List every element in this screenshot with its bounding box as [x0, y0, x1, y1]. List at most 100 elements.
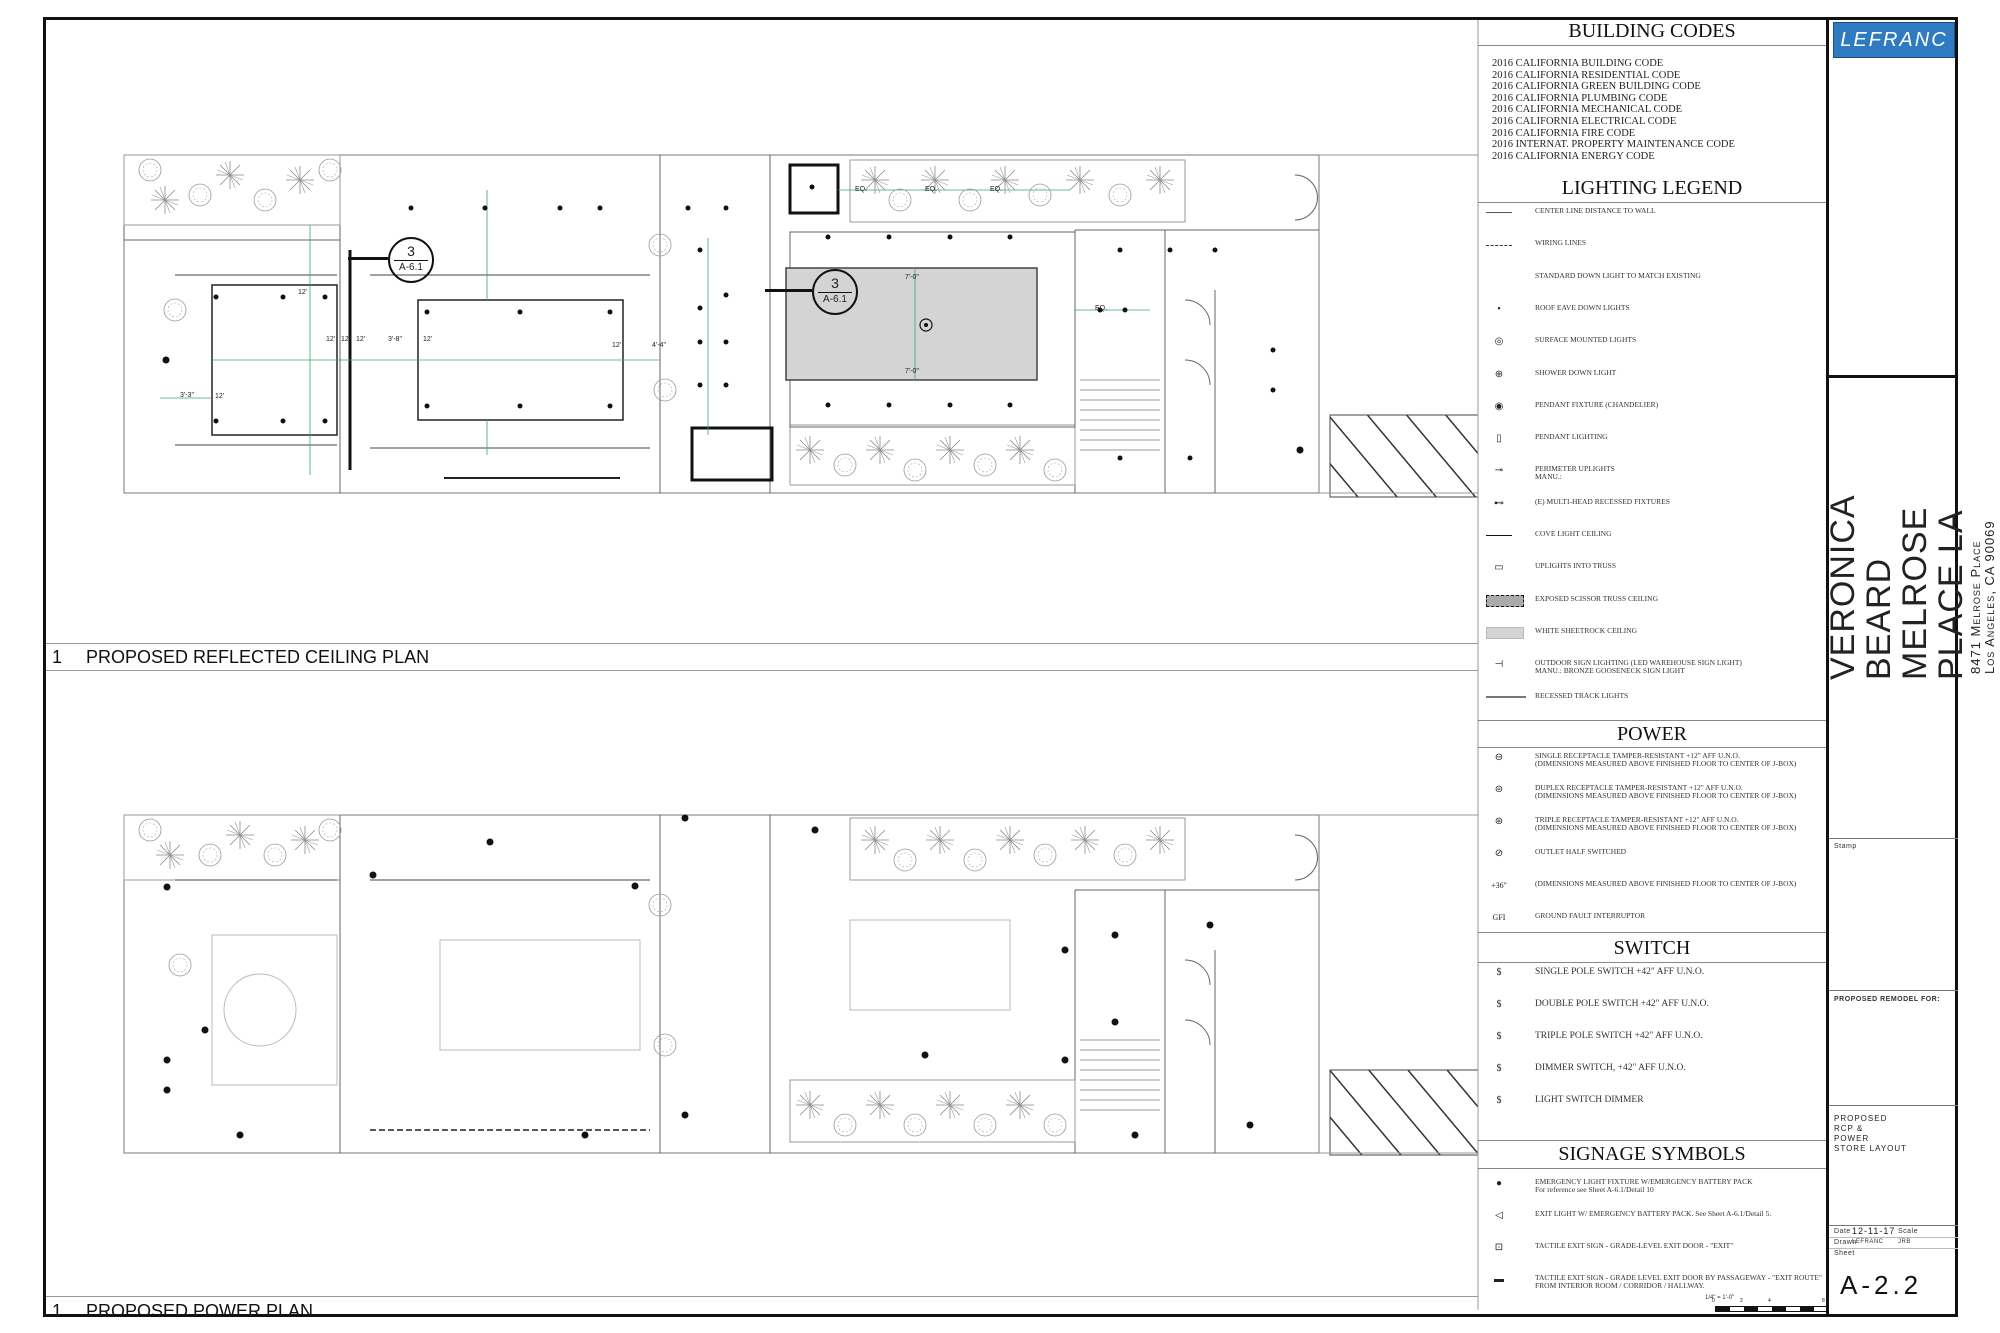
legend-label: DIMMER SWITCH, +42" AFF U.N.O. [1535, 1063, 1686, 1073]
title-block-rule [1829, 1237, 1958, 1238]
sheetrock-ceiling-icon [1486, 626, 1524, 639]
sheet-label: Sheet [1834, 1250, 1855, 1257]
dimension-label: 7'-0" [905, 274, 919, 281]
down-light-icon [1486, 272, 1512, 284]
legend-label: OUTDOOR SIGN LIGHTING (LED WAREHOUSE SIG… [1535, 658, 1742, 676]
legend-row: EXPOSED SCISSOR TRUSS CEILING [1480, 594, 1825, 609]
legend-row: ⊡TACTILE EXIT SIGN - GRADE-LEVEL EXIT DO… [1480, 1242, 1825, 1256]
view-number: 1 [52, 647, 63, 667]
code-item: 2016 CALIFORNIA ENERGY CODE [1492, 150, 1655, 162]
building-codes-heading: BUILDING CODES [1568, 20, 1736, 42]
drawn-label: Drawn [1834, 1239, 1857, 1246]
lighting-legend-heading: LIGHTING LEGEND [1561, 177, 1743, 199]
duplex-receptacle-icon: ⊜ [1494, 784, 1504, 795]
legend-row: ⊷ (E) MULTI-HEAD RECESSED FIXTURES [1480, 496, 1825, 512]
legend-label: TACTILE EXIT SIGN - GRADE LEVEL EXIT DOO… [1535, 1273, 1823, 1290]
section-rule [1478, 962, 1826, 963]
half-switched-outlet-icon: ⊘ [1494, 848, 1504, 859]
legend-row: ⊕SHOWER DOWN LIGHT [1480, 367, 1825, 383]
view-number: 1 [52, 1301, 63, 1321]
legend-row: ◎ SURFACE MOUNTED LIGHTS [1480, 336, 1825, 350]
callout-number: 3 [407, 243, 415, 259]
dimension-label: 12' [423, 336, 433, 343]
legend-row: COVE LIGHT CEILING [1480, 530, 1825, 544]
legend-row: $DOUBLE POLE SWITCH +42" AFF U.N.O. [1480, 999, 1825, 1013]
reflected-ceiling-plan [123, 154, 1479, 498]
title-block-rule [1829, 990, 1958, 991]
remodel-label: PROPOSED REMODEL FOR: [1834, 996, 1941, 1003]
power-heading: POWER [1617, 723, 1687, 745]
dimension-label: EQ. [1095, 305, 1108, 312]
code-item: 2016 INTERNAT. PROPERTY MAINTENANCE CODE [1492, 139, 1735, 151]
code-item: 2016 CALIFORNIA MECHANICAL CODE [1492, 104, 1683, 116]
tactile-route-sign-icon: ▬ [1494, 1274, 1504, 1285]
dimension-label: 12' [326, 336, 336, 343]
legend-label: TRIPLE RECEPTACLE TAMPER-RESISTANT +12" … [1535, 815, 1797, 832]
perimeter-uplight-icon: ⊸ [1494, 465, 1504, 477]
dimension-label: 4'-4" [652, 342, 666, 349]
detail-callout[interactable]: 3 A-6.1 [812, 269, 858, 315]
dimension-label: 12' [356, 336, 366, 343]
triple-receptacle-icon: ⊛ [1494, 816, 1504, 827]
detail-callout[interactable]: 3 A-6.1 [388, 237, 434, 283]
legend-row: ▯PENDANT LIGHTING [1480, 433, 1825, 447]
legend-label: DOUBLE POLE SWITCH +42" AFF U.N.O. [1535, 999, 1709, 1009]
dimension-label: 12' [298, 289, 308, 296]
scale-tick: 0 [1712, 1298, 1715, 1304]
scissor-truss-icon [1486, 594, 1524, 607]
signage-heading: SIGNAGE SYMBOLS [1558, 1143, 1746, 1165]
rcp-light-fixtures [162, 184, 1304, 461]
legend-label: EMERGENCY LIGHT FIXTURE W/EMERGENCY BATT… [1535, 1177, 1753, 1194]
title-block-rule [1829, 1105, 1958, 1106]
legend-label: (E) MULTI-HEAD RECESSED FIXTURES [1535, 496, 1670, 506]
legend-label: SHOWER DOWN LIGHT [1535, 367, 1617, 377]
single-receptacle-icon: ⊖ [1494, 752, 1504, 763]
legend-label: ROOF EAVE DOWN LIGHTS [1535, 302, 1630, 312]
legend-row: ▬ TACTILE EXIT SIGN - GRADE LEVEL EXIT DO… [1480, 1273, 1825, 1290]
legend-label: SURFACE MOUNTED LIGHTS [1535, 335, 1637, 345]
code-item: 2016 CALIFORNIA PLUMBING CODE [1492, 92, 1668, 104]
legend-label: LIGHT SWITCH DIMMER [1535, 1095, 1644, 1105]
dimension-label: 12' [341, 336, 351, 343]
section-rule [1478, 45, 1826, 46]
dimension-label: 3'-8" [388, 336, 402, 343]
sign-light-icon: ⊣ [1494, 659, 1504, 671]
view-title-rule [46, 670, 1478, 671]
multi-head-icon: ⊷ [1494, 497, 1504, 509]
scale-tick: 2 [1740, 1298, 1743, 1304]
truss-uplight-icon: ▭ [1494, 562, 1504, 574]
center-line-icon [1486, 207, 1512, 219]
cove-light-icon [1486, 530, 1512, 542]
code-item: 2016 CALIFORNIA ELECTRICAL CODE [1492, 115, 1677, 127]
section-rule [1478, 720, 1826, 721]
job-value: JRB [1898, 1239, 1911, 1245]
surface-light-icon: ◎ [1494, 336, 1504, 348]
callout-leader [348, 257, 388, 260]
legend-label: CENTER LINE DISTANCE TO WALL [1535, 206, 1656, 215]
callout-sheet-ref: A-6.1 [823, 294, 847, 305]
drawn-value: LEFRANC [1852, 1239, 1884, 1245]
legend-label: GROUND FAULT INTERRUPTOR [1535, 911, 1646, 920]
legend-row: ⊖ SINGLE RECEPTACLE TAMPER-RESISTANT +12"… [1480, 751, 1825, 768]
pendant-light-icon: ▯ [1496, 433, 1502, 445]
rcp-dimension-lines [160, 189, 1150, 475]
dimension-label: EQ. [990, 186, 1003, 193]
sheet-desc-line: PROPOSED [1834, 1114, 1888, 1123]
title-block-rule [1829, 1248, 1958, 1249]
legend-row: STANDARD DOWN LIGHT TO MATCH EXISTING [1480, 271, 1825, 286]
callout-number: 3 [831, 275, 839, 291]
firm-logo: LEFRANC [1833, 22, 1955, 58]
sheet-number: A-2.2 [1840, 1270, 1923, 1300]
scale-tick: 8 [1822, 1298, 1825, 1304]
pendant-fixture-icon: ◉ [1494, 400, 1504, 412]
legend-label: (DIMENSIONS MEASURED ABOVE FINISHED FLOO… [1535, 879, 1797, 888]
legend-label: SINGLE RECEPTACLE TAMPER-RESISTANT +12" … [1535, 751, 1797, 768]
code-item: 2016 CALIFORNIA RESIDENTIAL CODE [1492, 69, 1681, 81]
switch-heading: SWITCH [1613, 937, 1691, 959]
dimension-label: 3'-3" [180, 392, 194, 399]
project-address-line1: 8471 Melrose Place [1968, 540, 1983, 674]
triple-pole-switch-icon: $ [1496, 1031, 1502, 1042]
